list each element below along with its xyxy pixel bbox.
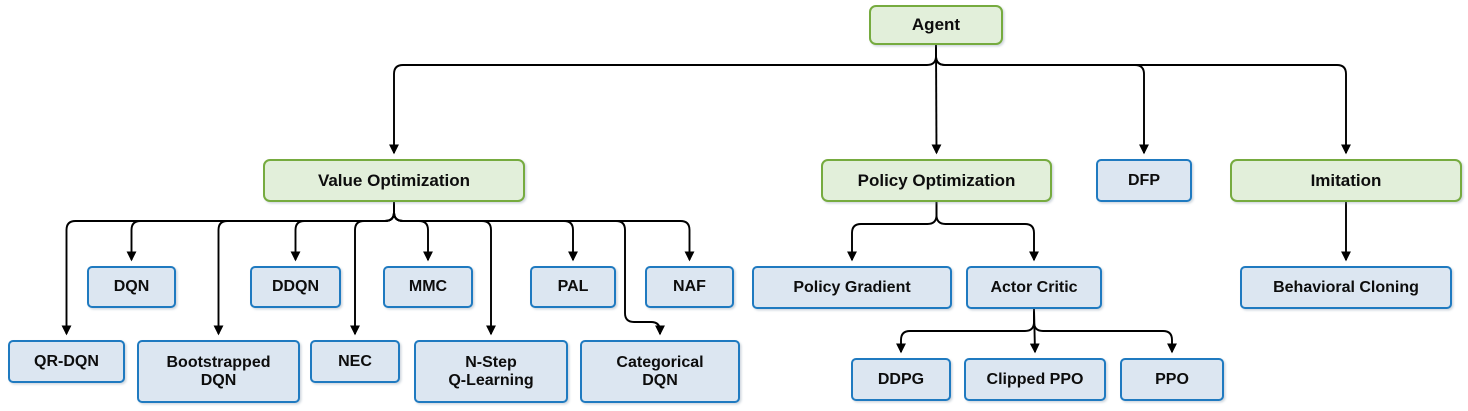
edge-value-optimization-to-naf bbox=[393, 202, 695, 262]
node-qr-dqn[interactable]: QR-DQN bbox=[8, 340, 125, 383]
edge-actor-critic-to-clipped-ppo bbox=[1029, 308, 1040, 354]
edge-agent-to-policy-optimization bbox=[931, 44, 942, 155]
node-n-step-q-learning[interactable]: N-Step Q-Learning bbox=[414, 340, 568, 403]
edge-agent-to-dfp bbox=[935, 45, 1149, 155]
node-ddqn[interactable]: DDQN bbox=[250, 266, 341, 308]
edge-value-optimization-to-ddqn bbox=[290, 202, 395, 262]
node-ddpg[interactable]: DDPG bbox=[851, 358, 951, 401]
node-value-optimization[interactable]: Value Optimization bbox=[263, 159, 525, 202]
node-policy-optimization[interactable]: Policy Optimization bbox=[821, 159, 1052, 202]
node-actor-critic[interactable]: Actor Critic bbox=[966, 266, 1102, 309]
node-nec[interactable]: NEC bbox=[310, 340, 400, 383]
node-ppo[interactable]: PPO bbox=[1120, 358, 1224, 401]
node-bootstrapped-dqn[interactable]: Bootstrapped DQN bbox=[137, 340, 300, 403]
edge-value-optimization-to-mmc bbox=[393, 202, 433, 262]
node-clipped-ppo[interactable]: Clipped PPO bbox=[964, 358, 1106, 401]
edge-agent-to-value-optimization bbox=[389, 45, 937, 155]
node-behavioral-cloning[interactable]: Behavioral Cloning bbox=[1240, 266, 1452, 309]
edge-value-optimization-to-pal bbox=[393, 202, 578, 262]
edge-value-optimization-to-dqn bbox=[126, 202, 395, 262]
edge-policy-optimization-to-policy-gradient bbox=[847, 202, 938, 262]
node-policy-gradient[interactable]: Policy Gradient bbox=[752, 266, 952, 309]
node-mmc[interactable]: MMC bbox=[383, 266, 473, 308]
node-dfp[interactable]: DFP bbox=[1096, 159, 1192, 202]
node-naf[interactable]: NAF bbox=[645, 266, 734, 308]
edge-actor-critic-to-ppo bbox=[1033, 309, 1177, 354]
node-pal[interactable]: PAL bbox=[530, 266, 616, 308]
node-dqn[interactable]: DQN bbox=[87, 266, 176, 308]
edge-agent-to-imitation bbox=[935, 45, 1351, 155]
edge-actor-critic-to-ddpg bbox=[896, 309, 1035, 354]
edge-policy-optimization-to-actor-critic bbox=[935, 202, 1039, 262]
node-agent[interactable]: Agent bbox=[869, 5, 1003, 45]
node-categorical-dqn[interactable]: Categorical DQN bbox=[580, 340, 740, 403]
node-imitation[interactable]: Imitation bbox=[1230, 159, 1462, 202]
